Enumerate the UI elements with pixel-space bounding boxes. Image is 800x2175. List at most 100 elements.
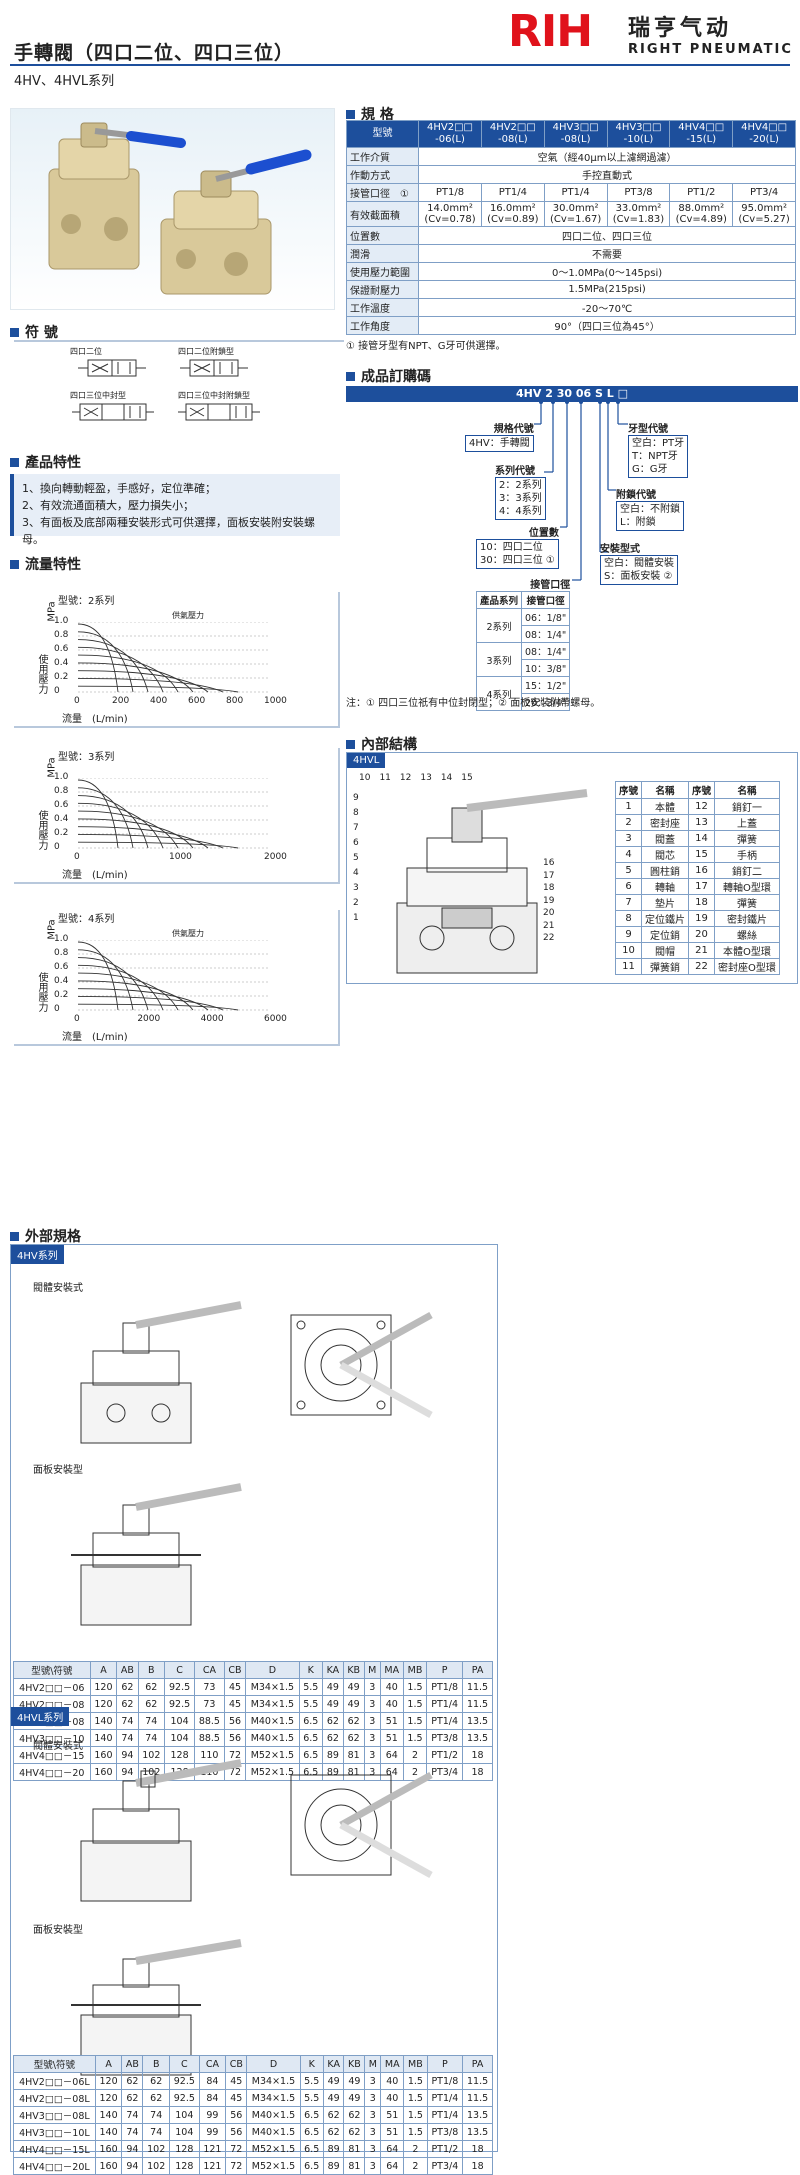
spec-row-label: 接管口徑 ①	[345, 183, 420, 202]
flow-chart-y-tick: 0.4	[54, 976, 69, 986]
order-thread-group: 牙型代號 空白：PT牙 T：NPT牙 G：G牙	[628, 420, 689, 478]
parts-cell: 圓柱銷	[641, 862, 690, 879]
dim-cell: 94	[116, 1763, 139, 1781]
section-structure-heading: 內部結構	[346, 734, 417, 754]
dim-cell: 6.5	[298, 1712, 324, 1730]
flow-chart-x-tick: 2000	[137, 1014, 161, 1024]
section-bullet-icon	[10, 457, 19, 467]
parts-cell: 14	[688, 830, 716, 847]
dim-cell: 92.5	[168, 2072, 200, 2090]
flow-chart-x-tick: 4000	[200, 1014, 224, 1024]
flow-chart-y-tick: 0.6	[54, 644, 69, 654]
dim-tab-hvl: 4HVL系列	[11, 1707, 70, 1726]
section-features-title: 產品特性	[25, 455, 81, 471]
order-lock-title: 附鎖代號	[616, 490, 656, 501]
dim-header: KB	[343, 2055, 366, 2073]
dim-header: C	[164, 1661, 195, 1679]
dim-cell: 74	[142, 2123, 170, 2141]
flow-chart-y-tick: 0	[54, 1004, 60, 1014]
order-mount-title: 安裝型式	[600, 544, 640, 555]
parts-cell: 彈簧銷	[641, 958, 690, 975]
spec-header: 4HV4□□ -15(L)	[669, 120, 734, 148]
dim-cell: 3	[363, 1712, 381, 1730]
dim-cell: M40×1.5	[245, 1712, 300, 1730]
section-spec-heading: 規 格	[346, 104, 394, 124]
spec-cell: PT3/4	[732, 183, 796, 202]
dim-cell: 3	[364, 2089, 382, 2107]
spec-row: 潤滑不需要	[345, 244, 796, 263]
dim-header: KB	[342, 1661, 365, 1679]
dim-cell: 120	[89, 1678, 118, 1696]
dim-cell: 104	[164, 1712, 195, 1730]
flow-chart-x-label: 流量 (L/min)	[62, 714, 128, 725]
parts-cell: 轉軸	[641, 878, 690, 895]
flow-curve	[78, 662, 194, 693]
parts-cell: 9	[614, 926, 643, 943]
dim-cell: 74	[137, 1712, 166, 1730]
logo-chinese-name: 瑞亨气动	[628, 16, 733, 41]
flow-curve	[78, 654, 179, 693]
spec-cell: 88.0mm² (Cv=4.89)	[669, 201, 734, 227]
page-title: 手轉閥（四口二位、四口三位）	[14, 42, 295, 64]
structure-tab: 4HVL	[347, 753, 386, 768]
flow-curve	[78, 685, 239, 693]
port-series-cell: 4系列	[475, 676, 523, 711]
spec-cell: 空氣（經40μm以上濾網過濾）	[418, 147, 796, 166]
spec-row-label: 位置數	[345, 226, 420, 245]
dim-cell: 40	[379, 1678, 404, 1696]
section-bullet-icon	[346, 109, 355, 119]
parts-cell: 密封鐵片	[714, 910, 780, 927]
callout-number: 18	[543, 883, 555, 893]
flow-chart-x-tick: 800	[226, 696, 244, 706]
flow-chart-x-label: 流量 (L/min)	[62, 870, 128, 881]
order-series-item: 2：2系列	[499, 480, 542, 491]
order-mount-item: 空白：閥體安裝	[604, 558, 674, 569]
dim-header: B	[142, 2055, 170, 2073]
parts-header: 名稱	[641, 781, 690, 799]
callout-number: 2	[353, 898, 359, 908]
dim-cell: 40	[380, 2089, 405, 2107]
dim-cell: 5.5	[299, 2089, 324, 2107]
parts-cell: 5	[614, 862, 643, 879]
flow-curve	[78, 972, 179, 1011]
flow-chart-x-label: 流量 (L/min)	[62, 1032, 128, 1043]
dim-cell: 18	[462, 2140, 493, 2158]
dim-label-body-mount: 閥體安裝式	[33, 1283, 83, 1294]
hv-plan-view-drawing	[290, 1311, 433, 1419]
callout-number: 3	[353, 883, 359, 893]
dim-cell: 104	[164, 1729, 195, 1747]
dim-cell: 62	[121, 2089, 144, 2107]
order-mount-group: 安裝型式 空白：閥體安裝 S：面板安裝 ②	[600, 540, 678, 585]
dim-cell: M52×1.5	[246, 2140, 301, 2158]
port-series-cell: 2系列	[475, 608, 523, 643]
dim-cell: 45	[225, 2089, 248, 2107]
dim-header: A	[94, 2055, 123, 2073]
flow-chart-plot	[78, 940, 268, 1011]
dim-cell: 3	[364, 2157, 382, 2175]
dim-label-panel-mount: 面板安裝型	[33, 1925, 83, 1936]
parts-cell: 密封座	[641, 814, 690, 831]
section-spec-title: 規 格	[361, 107, 394, 123]
section-bullet-icon	[346, 739, 355, 749]
spec-note: ① 接管牙型有NPT、G牙可供選擇。	[346, 341, 506, 352]
flow-chart-x-tick: 200	[112, 696, 130, 706]
dim-cell: 62	[322, 2123, 345, 2141]
spec-row-label: 作動方式	[345, 165, 420, 184]
flow-curve	[78, 833, 224, 849]
dim-cell: 102	[142, 2157, 170, 2175]
flow-curve	[78, 957, 149, 1011]
dim-cell: 140	[94, 2106, 123, 2124]
dim-cell: M40×1.5	[246, 2123, 301, 2141]
dim-header: PA	[462, 1661, 493, 1679]
flow-chart-y-tick: 0.2	[54, 990, 69, 1000]
callout-number: 1	[353, 913, 359, 923]
parts-cell: 本體	[641, 798, 690, 815]
parts-cell: 2	[614, 814, 643, 831]
parts-cell: 16	[688, 862, 716, 879]
